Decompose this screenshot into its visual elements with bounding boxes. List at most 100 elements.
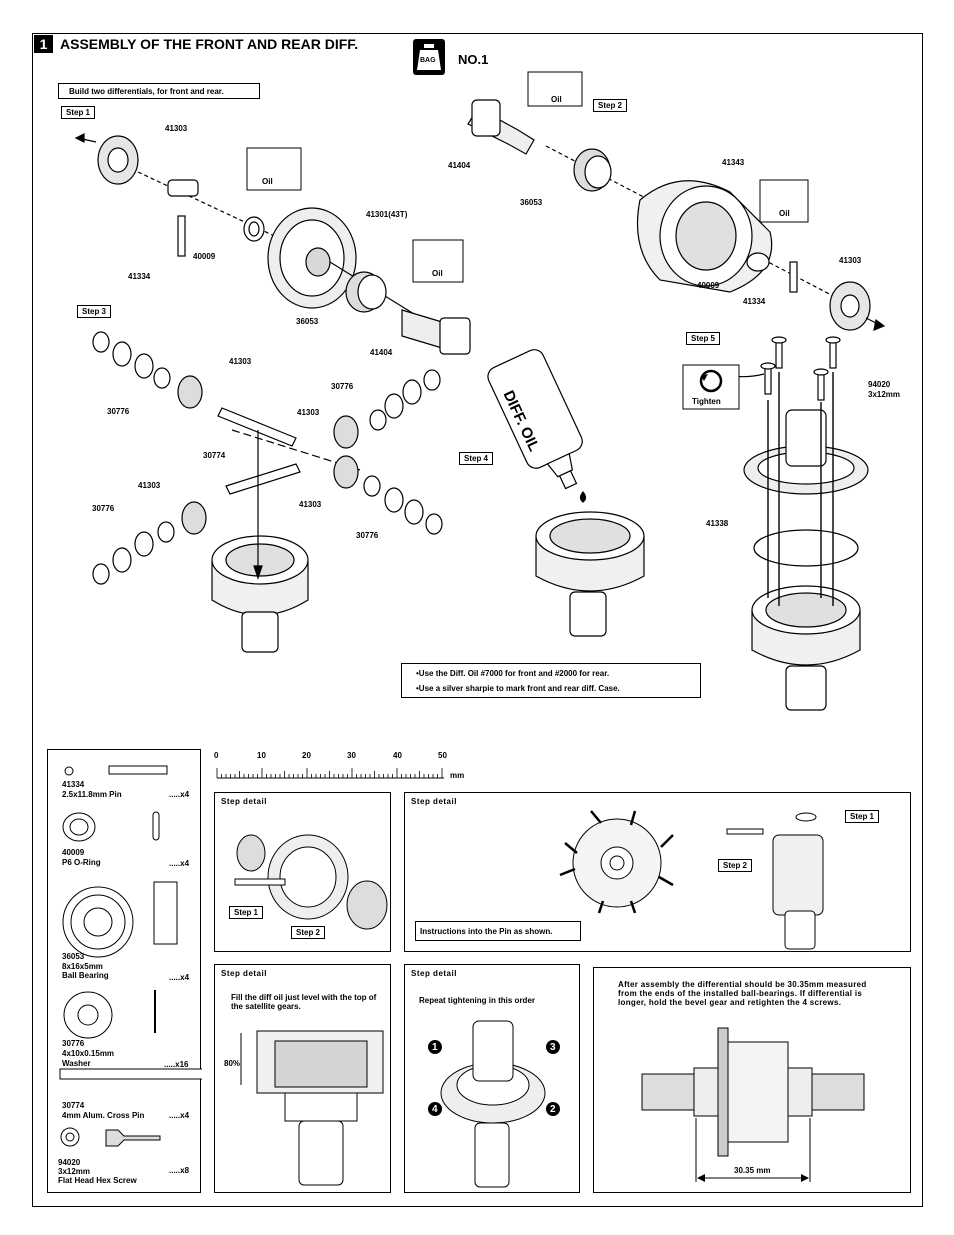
- callout-94020-a: 94020: [868, 380, 891, 389]
- callout-30776-a: 30776: [107, 407, 130, 416]
- part-qty-36053: .....x4: [169, 973, 190, 982]
- mm-ruler: [216, 768, 444, 779]
- callout-30776-b: 30776: [331, 382, 354, 391]
- part-code-30776: 30776: [62, 1039, 85, 1048]
- step2-tag: Step 2: [593, 99, 628, 112]
- bag-icon: BAG: [412, 38, 446, 76]
- detail5-note: After assembly the differential should b…: [618, 980, 867, 1008]
- diff-case-step4: [535, 511, 645, 637]
- detail-title-4: Step detail: [411, 969, 457, 978]
- detail-title-1: Step detail: [221, 797, 267, 806]
- part-desc2-36053: Ball Bearing: [62, 971, 109, 980]
- callout-94020-b: 3x12mm: [868, 390, 901, 399]
- part-qty-41334: .....x4: [169, 790, 190, 799]
- part-desc-30774: 4mm Alum. Cross Pin: [62, 1111, 145, 1120]
- part-code-30774: 30774: [62, 1101, 85, 1110]
- order-4: 4: [432, 1104, 438, 1115]
- step1-tag: Step 1: [61, 106, 96, 119]
- part-desc-41334: 2.5x11.8mm Pin: [62, 790, 122, 799]
- oil-label-3: Oil: [551, 95, 562, 104]
- callout-41303-d: 41303: [297, 408, 320, 417]
- detail-panel-5: After assembly the differential should b…: [593, 967, 911, 1193]
- callout-41334-b: 41334: [743, 297, 766, 306]
- detail3-note: Fill the diff oil just level with the to…: [231, 993, 377, 1012]
- parts-list-panel: 41334 2.5x11.8mm Pin .....x4 40009 P6 O-…: [47, 749, 202, 1193]
- detail3-percent: 80%: [224, 1059, 241, 1068]
- bag-number: NO.1: [458, 52, 489, 67]
- washers-30776-right-top: [369, 369, 441, 431]
- order-3: 3: [550, 1042, 556, 1053]
- bevel-gear-41303-b: [829, 281, 871, 331]
- part-code-40009: 40009: [62, 848, 85, 857]
- note-top: Build two differentials, for front and r…: [58, 83, 260, 99]
- part-code-41334: 41334: [62, 780, 85, 789]
- order-2: 2: [550, 1104, 556, 1115]
- part-code-94020: 94020: [58, 1158, 81, 1167]
- callout-41343: 41343: [722, 158, 745, 167]
- part-desc-40009: P6 O-Ring: [62, 858, 101, 867]
- detail2-step2-tag: Step 2: [718, 859, 753, 872]
- part-qty-30774: .....x4: [169, 1111, 190, 1120]
- detail2-step1-tag: Step 1: [845, 810, 880, 823]
- order-1: 1: [432, 1042, 438, 1053]
- washers-30776-right-bottom: [363, 475, 443, 535]
- callout-41303-c: 41303: [229, 357, 252, 366]
- oil-label-1: Oil: [262, 177, 273, 186]
- tighten-label: Tighten: [692, 397, 721, 406]
- detail5-dimension: 30.35 mm: [734, 1166, 771, 1175]
- detail-panel-1: Step detail Step 1 Step 2: [214, 792, 391, 952]
- ruler-tick-30: 30: [347, 751, 356, 760]
- ring-gear-step5: [743, 409, 869, 495]
- part-desc-94020: 3x12mm: [58, 1167, 91, 1176]
- detail-panel-4: Step detail Repeat tightening in this or…: [404, 964, 580, 1193]
- callout-41303-e: 41303: [138, 481, 161, 490]
- callout-41303-a: 41303: [165, 124, 188, 133]
- part-qty-30776: .....x16: [164, 1060, 189, 1069]
- diff-oil-bottle: [487, 349, 583, 490]
- diff-case-step5: [751, 585, 861, 711]
- oil-label-2: Oil: [432, 269, 443, 278]
- step3-tag: Step 3: [77, 305, 112, 318]
- part-qty-94020: .....x8: [169, 1166, 190, 1175]
- callout-41334-a: 41334: [128, 272, 151, 281]
- detail4-note: Repeat tightening in this order: [419, 996, 536, 1005]
- oil-note-2: •Use a silver sharpie to mark front and …: [416, 684, 620, 693]
- step4-tag: Step 4: [459, 452, 494, 465]
- callout-41303-f: 41303: [299, 500, 322, 509]
- detail2-note-box: Instructions into the Pin as shown.: [415, 921, 581, 941]
- washers-30776-left-bottom: [92, 521, 175, 585]
- screws-94020: [760, 336, 841, 401]
- callout-36053-b: 36053: [520, 198, 543, 207]
- diff-case-step3: [211, 535, 309, 653]
- callout-30776-d: 30776: [356, 531, 379, 540]
- part-desc-30776: 4x10x0.15mm: [62, 1049, 115, 1058]
- ruler-unit: mm: [450, 771, 465, 780]
- oil-note-1: •Use the Diff. Oil #7000 for front and #…: [416, 669, 610, 678]
- bevel-gear-41303-a: [97, 135, 139, 185]
- detail-panel-3: Step detail Fill the diff oil just level…: [214, 964, 391, 1193]
- bag-label: BAG: [420, 57, 436, 64]
- callout-41338: 41338: [706, 519, 729, 528]
- callout-40009-b: 40009: [697, 281, 720, 290]
- callout-30774: 30774: [203, 451, 226, 460]
- gasket-41338: [753, 529, 859, 567]
- detail-panel-2: Step detail Instructions into the Pin as…: [404, 792, 911, 952]
- callout-30776-c: 30776: [92, 504, 115, 513]
- callout-41303-b: 41303: [839, 256, 862, 265]
- ruler-tick-50: 50: [438, 751, 447, 760]
- diff-case-41343: [637, 180, 773, 293]
- callout-41404-a: 41404: [370, 348, 393, 357]
- step5-tag: Step 5: [686, 332, 721, 345]
- parts-icons: [59, 765, 202, 1147]
- callout-40009-a: 40009: [193, 252, 216, 261]
- callout-41404-b: 41404: [448, 161, 471, 170]
- ruler-tick-20: 20: [302, 751, 311, 760]
- part-desc-36053: 8x16x5mm: [62, 962, 103, 971]
- ring-gear-41301: [267, 207, 357, 309]
- page-frame: [32, 33, 923, 1207]
- oil-notes-box: •Use the Diff. Oil #7000 for front and #…: [401, 663, 701, 698]
- detail1-step1-tag: Step 1: [229, 906, 264, 919]
- ruler-tick-40: 40: [393, 751, 402, 760]
- callout-36053-a: 36053: [296, 317, 319, 326]
- step-number-badge: 1: [34, 35, 53, 53]
